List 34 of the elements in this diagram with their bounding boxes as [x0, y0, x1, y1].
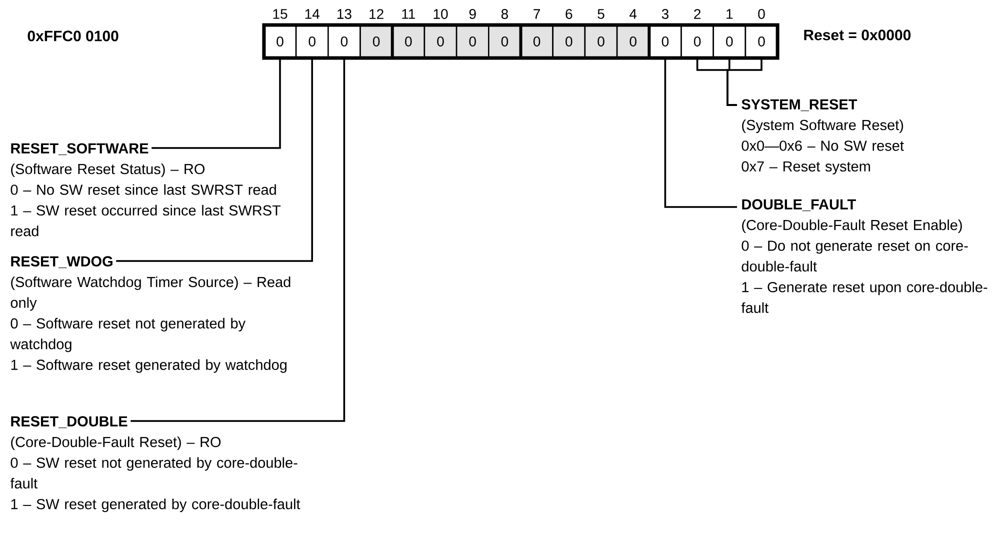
bit-number: 6	[566, 9, 572, 19]
bit-cell: 0	[680, 24, 714, 59]
leader-line	[664, 58, 737, 208]
bit-cell: 0	[712, 24, 746, 59]
bit-number: 1	[726, 9, 733, 19]
bit-cell: 0	[328, 24, 361, 59]
bit-cell: 0	[456, 24, 490, 59]
bit-number: 3	[662, 9, 668, 19]
bit-number: 9	[469, 9, 476, 19]
bit-number: 12	[370, 9, 384, 19]
field-description: DOUBLE_FAULT (Core-Double-Fault Reset Enable) 0 – Do not generate reset on core-double-fault 1 – Generate reset upon core-double-fault	[741, 199, 988, 313]
bit-number: 13	[337, 9, 352, 19]
field-description: RESET_WDOG (Software Watchdog Timer Source) – Read only 0 – Software reset not generated by watchdog 1 – Software reset generated by watchdog	[10, 256, 290, 373]
field-description: RESET_SOFTWARE (Software Reset Status) – RO 0 – No SW reset since last SWRST read 1 – SW reset occurred since last SWRST read	[10, 143, 281, 236]
register-label: Reset = 0x0000	[804, 30, 911, 40]
leader-line	[152, 58, 281, 149]
bit-number: 14	[305, 9, 320, 19]
bit-number: 2	[694, 9, 700, 19]
leader-line	[726, 58, 762, 106]
bit-number: 7	[534, 9, 540, 19]
field-description: RESET_DOUBLE (Core-Double-Fault Reset) – RO 0 – SW reset not generated by core-double-fault 1 – SW reset generated by core-double-fault	[10, 416, 300, 512]
bit-number: 0	[758, 9, 765, 19]
bit-cell: 0	[295, 24, 329, 59]
field-description: SYSTEM_RESET (System Software Reset) 0x0—0x6 – No SW reset 0x7 – Reset system	[742, 99, 904, 174]
register-label: 0xFFC0 0100	[28, 30, 118, 42]
bit-number: 5	[598, 9, 604, 19]
bit-number: 10	[434, 9, 448, 19]
leader-line	[130, 58, 346, 422]
bit-cell: 0	[552, 24, 586, 59]
bit-number: 11	[402, 9, 415, 19]
bit-number: 15	[273, 9, 288, 19]
bit-number: 8	[501, 9, 508, 19]
leader-line	[116, 58, 313, 262]
bit-number: 4	[630, 9, 637, 19]
